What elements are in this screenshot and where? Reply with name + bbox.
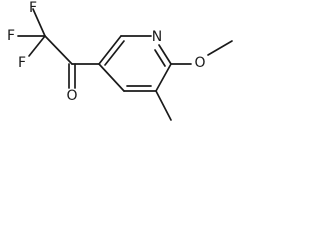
atom-fluorine-top: F (29, 0, 37, 16)
atom-oxygen-carbonyl: O (66, 88, 77, 104)
bond-cf-lower (28, 35, 46, 57)
atom-fluorine-left: F (7, 28, 15, 44)
bond-ring-n-c2-inner (154, 49, 166, 67)
structure-diagram: F F F O N O (7, 0, 233, 121)
bond-cf3-carbonyl (44, 35, 73, 65)
atom-nitrogen-ring: N (152, 29, 162, 45)
bond-ring-c5-c6-inner (104, 40, 125, 66)
bond-ring-c5-c6 (98, 35, 122, 65)
atom-fluorine-lower: F (18, 55, 26, 71)
bond-ring-n-c2 (158, 44, 172, 65)
bond-ring-c4-c5 (98, 63, 125, 92)
bond-o-methyl (207, 40, 233, 56)
bond-cf-top (32, 8, 46, 37)
bond-c3-methyl (155, 90, 172, 121)
atom-oxygen-methoxy: O (194, 55, 205, 71)
bond-ring-c2-c3 (155, 63, 172, 92)
